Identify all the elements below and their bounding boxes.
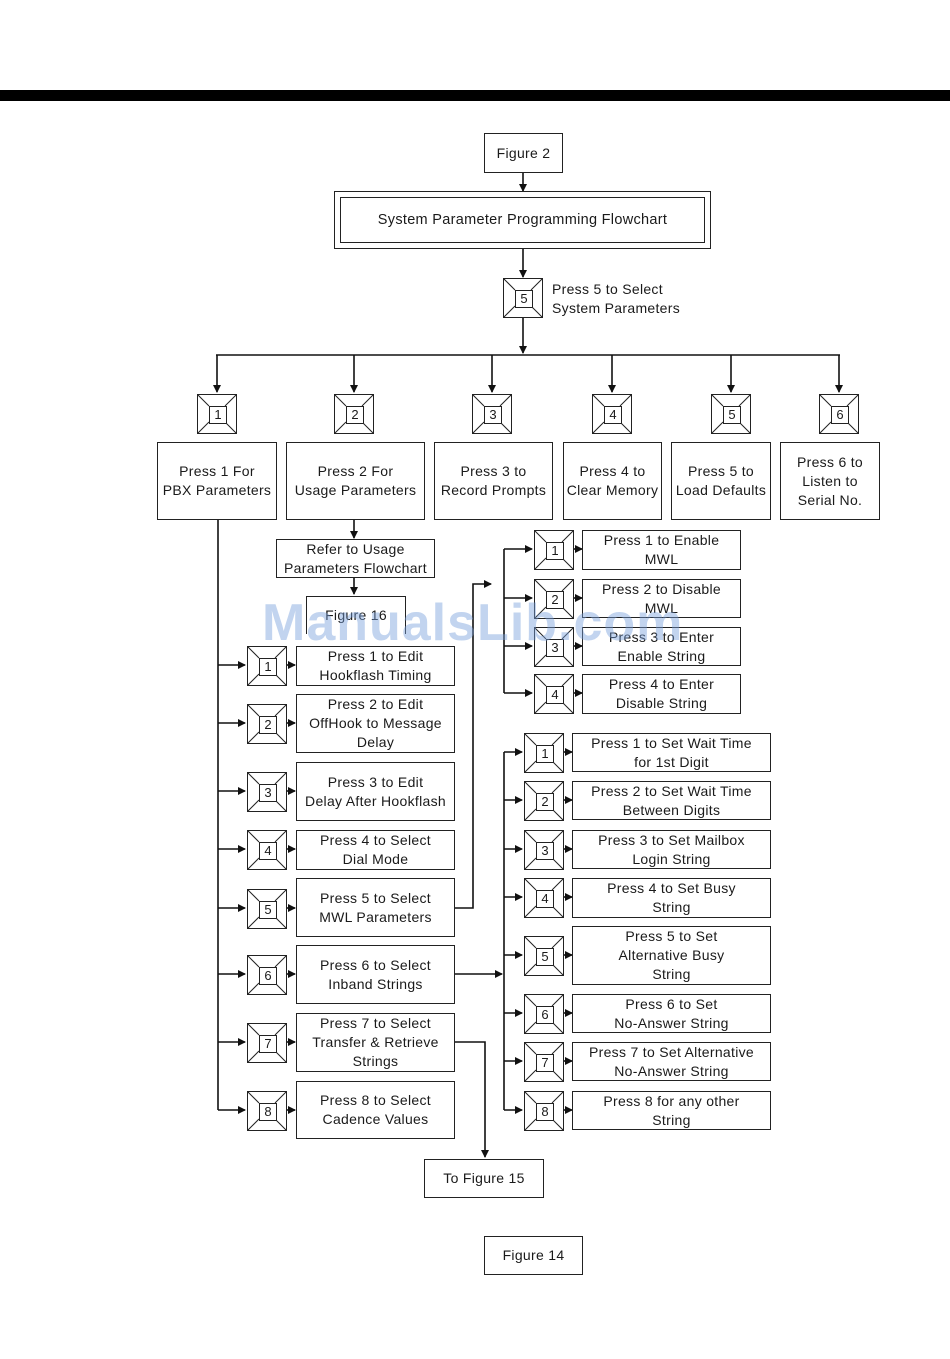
top-key-4: 4 <box>592 394 632 434</box>
top-key-5: 5 <box>711 394 751 434</box>
mwl-key-4: 4 <box>534 674 574 714</box>
top-key-2: 2 <box>334 394 374 434</box>
top-rule <box>0 90 950 101</box>
option-serial-no: Press 6 to Listen to Serial No. <box>780 442 880 520</box>
pbx-option-transfer-retrieve: Press 7 to Select Transfer & Retrieve St… <box>296 1013 455 1072</box>
key-number: 5 <box>536 948 554 966</box>
key-number: 3 <box>484 406 502 424</box>
key-number: 3 <box>546 639 564 657</box>
option-load-defaults: Press 5 to Load Defaults <box>671 442 771 520</box>
inband-option-alt-no-answer: Press 7 to Set Alternative No-Answer Str… <box>572 1042 771 1081</box>
pbx-key-5: 5 <box>247 889 287 929</box>
pbx-option-dial-mode: Press 4 to Select Dial Mode <box>296 830 455 870</box>
inband-key-8: 8 <box>524 1091 564 1131</box>
pbx-key-6: 6 <box>247 955 287 995</box>
top-key-3: 3 <box>472 394 512 434</box>
key-number: 2 <box>346 406 364 424</box>
option-record-prompts: Press 3 to Record Prompts <box>434 442 553 520</box>
inband-key-2: 2 <box>524 781 564 821</box>
pbx-option-cadence-values: Press 8 to Select Cadence Values <box>296 1081 455 1139</box>
inband-option-alt-busy-string: Press 5 to Set Alternative Busy String <box>572 926 771 985</box>
usage-figure-ref: Figure 16 <box>306 596 406 634</box>
key-number: 2 <box>536 793 554 811</box>
option-usage-parameters: Press 2 For Usage Parameters <box>286 442 425 520</box>
key-number: 4 <box>259 842 277 860</box>
mwl-option-enable-string: Press 3 to Enter Enable String <box>582 627 741 666</box>
flowchart-title-frame: System Parameter Programming Flowchart <box>334 191 711 249</box>
key-number: 8 <box>259 1103 277 1121</box>
key-number: 7 <box>536 1054 554 1072</box>
key-number: 1 <box>536 745 554 763</box>
top-key-1: 1 <box>197 394 237 434</box>
pbx-option-hookflash-timing: Press 1 to Edit Hookflash Timing <box>296 646 455 686</box>
key-number: 5 <box>723 406 741 424</box>
pbx-key-2: 2 <box>247 704 287 744</box>
key-number: 1 <box>209 406 227 424</box>
key-number: 3 <box>536 842 554 860</box>
pbx-option-delay-after-hookflash: Press 3 to Edit Delay After Hookflash <box>296 762 455 821</box>
inband-option-wait-between-digits: Press 2 to Set Wait Time Between Digits <box>572 781 771 820</box>
pbx-option-offhook-delay: Press 2 to Edit OffHook to Message Delay <box>296 694 455 753</box>
option-pbx-parameters: Press 1 For PBX Parameters <box>157 442 277 520</box>
inband-key-5: 5 <box>524 936 564 976</box>
pbx-key-7: 7 <box>247 1023 287 1063</box>
inband-key-4: 4 <box>524 878 564 918</box>
main-key-5: 5 <box>503 278 543 318</box>
pbx-key-4: 4 <box>247 830 287 870</box>
main-key-label: Press 5 to Select System Parameters <box>552 281 681 316</box>
inband-option-other-string: Press 8 for any other String <box>572 1091 771 1130</box>
mwl-key-3: 3 <box>534 627 574 667</box>
to-figure-15: To Figure 15 <box>424 1159 544 1198</box>
key-number: 6 <box>259 967 277 985</box>
inband-option-wait-first-digit: Press 1 to Set Wait Time for 1st Digit <box>572 733 771 772</box>
inband-option-mailbox-login: Press 3 to Set Mailbox Login String <box>572 830 771 869</box>
key-number: 6 <box>831 406 849 424</box>
option-clear-memory: Press 4 to Clear Memory <box>563 442 662 520</box>
key-number: 5 <box>259 901 277 919</box>
flowchart-title: System Parameter Programming Flowchart <box>340 197 705 243</box>
key-number: 5 <box>515 290 533 308</box>
key-number: 7 <box>259 1035 277 1053</box>
mwl-option-disable-string: Press 4 to Enter Disable String <box>582 674 741 714</box>
inband-option-busy-string: Press 4 to Set Busy String <box>572 878 771 918</box>
figure-label: Figure 14 <box>484 1236 583 1275</box>
inband-option-no-answer-string: Press 6 to Set No-Answer String <box>572 994 771 1033</box>
key-number: 4 <box>536 890 554 908</box>
mwl-key-2: 2 <box>534 579 574 619</box>
key-number: 3 <box>259 784 277 802</box>
inband-key-7: 7 <box>524 1042 564 1082</box>
key-number: 4 <box>604 406 622 424</box>
pbx-option-inband-strings: Press 6 to Select Inband Strings <box>296 945 455 1004</box>
inband-key-3: 3 <box>524 830 564 870</box>
key-number: 2 <box>546 591 564 609</box>
top-key-6: 6 <box>819 394 859 434</box>
mwl-key-1: 1 <box>534 530 574 570</box>
pbx-option-mwl-parameters: Press 5 to Select MWL Parameters <box>296 878 455 937</box>
key-number: 6 <box>536 1006 554 1024</box>
key-number: 1 <box>546 542 564 560</box>
figure-ref-top: Figure 2 <box>484 133 563 173</box>
key-number: 4 <box>546 686 564 704</box>
pbx-key-3: 3 <box>247 772 287 812</box>
watermark: ManualsLib.com <box>262 594 684 652</box>
mwl-option-disable: Press 2 to Disable MWL <box>582 579 741 618</box>
key-number: 1 <box>259 658 277 676</box>
key-number: 8 <box>536 1103 554 1121</box>
key-number: 2 <box>259 716 277 734</box>
pbx-key-1: 1 <box>247 646 287 686</box>
usage-reference-box: Refer to Usage Parameters Flowchart <box>276 539 435 578</box>
inband-key-6: 6 <box>524 994 564 1034</box>
mwl-option-enable: Press 1 to Enable MWL <box>582 530 741 570</box>
pbx-key-8: 8 <box>247 1091 287 1131</box>
inband-key-1: 1 <box>524 733 564 773</box>
